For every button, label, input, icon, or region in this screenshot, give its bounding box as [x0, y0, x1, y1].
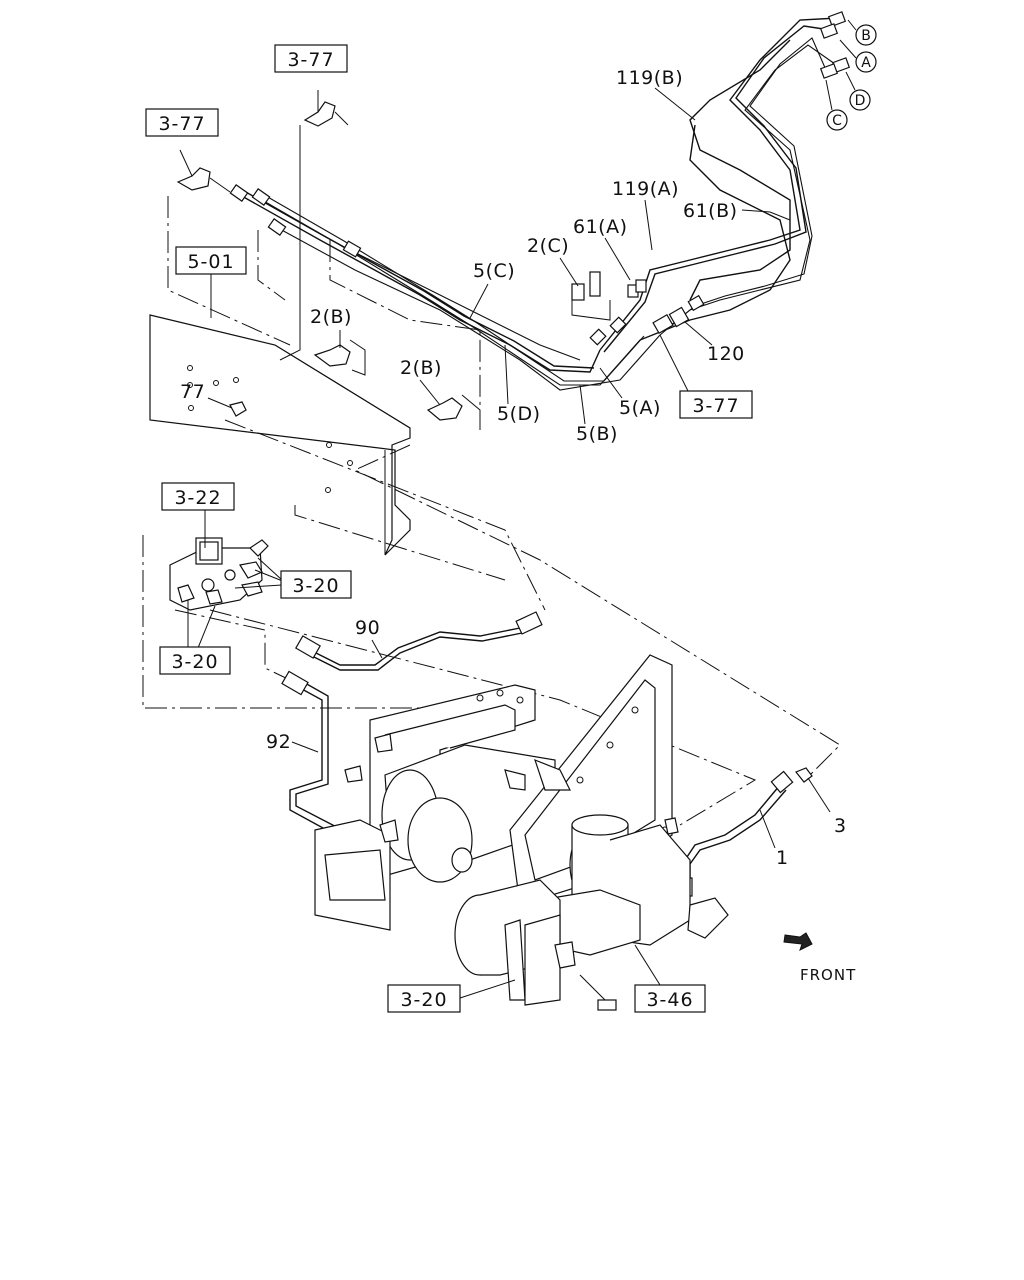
pipe-1 [677, 767, 831, 897]
frame-rail [149, 314, 411, 556]
ref-box-3-77-left: 3-77 [145, 108, 219, 137]
label-92: 92 [266, 731, 291, 753]
label-119a: 119(A) [612, 178, 679, 200]
ref-3-77-left-text: 3-77 [158, 113, 205, 135]
label-2b-lower: 2(B) [400, 357, 442, 379]
ref-box-3-20-left: 3-20 [159, 646, 231, 675]
top-fittings [229, 11, 851, 346]
ref-box-5-01: 5-01 [175, 246, 247, 318]
part-labels: 119(B) 119(A) 61(A) 61(B) 2(C) 5(C) 120 … [180, 67, 847, 869]
front-arrow-icon [783, 932, 813, 951]
valve-3-77-upper [176, 90, 349, 361]
ref-3-20-bottom-text: 3-20 [400, 989, 447, 1011]
callout-c-text: C [832, 113, 842, 129]
callout-d-text: D [855, 93, 866, 109]
callout-a: A [839, 39, 877, 73]
lower-assembly [314, 654, 729, 1011]
label-119b: 119(B) [616, 67, 683, 89]
label-120: 120 [707, 343, 745, 365]
ref-box-3-20-bottom: 3-20 [387, 984, 461, 1013]
fittings-2b [229, 339, 481, 430]
ref-box-3-77-top: 3-77 [274, 44, 348, 73]
ref-box-3-20-right: 3-20 [280, 570, 352, 599]
callout-a-text: A [861, 55, 871, 71]
label-61a: 61(A) [573, 216, 628, 238]
pipe-bundle-upper [239, 17, 839, 391]
callout-d: D [845, 71, 871, 111]
label-1: 1 [776, 847, 789, 869]
ref-3-46-text: 3-46 [646, 989, 693, 1011]
label-5c: 5(C) [473, 260, 515, 282]
label-90: 90 [355, 617, 380, 639]
front-label: FRONT [800, 966, 856, 984]
ref-3-77-right-text: 3-77 [692, 395, 739, 417]
label-2c: 2(C) [527, 235, 569, 257]
ref-box-3-77-right: 3-77 [659, 334, 753, 419]
label-5b: 5(B) [576, 423, 618, 445]
ref-3-20-right-text: 3-20 [292, 575, 339, 597]
label-5a: 5(A) [619, 397, 661, 419]
callout-b-text: B [861, 28, 871, 44]
label-5d: 5(D) [497, 403, 541, 425]
pipe-92 [281, 670, 351, 841]
callout-b: B [847, 19, 877, 46]
ref-box-3-22: 3-22 [161, 482, 235, 511]
label-61b: 61(B) [683, 200, 738, 222]
label-2b-upper: 2(B) [310, 306, 352, 328]
ref-3-77-top-text: 3-77 [287, 49, 334, 71]
ref-box-3-46: 3-46 [634, 984, 706, 1013]
lower-leaders [459, 944, 661, 999]
valve-assembly-3-22 [169, 510, 286, 649]
ref-3-22-text: 3-22 [174, 487, 221, 509]
ref-5-01-text: 5-01 [187, 251, 234, 273]
label-77: 77 [180, 381, 205, 403]
junction-2c [571, 271, 611, 321]
callout-c: C [825, 79, 848, 131]
pipe-90 [295, 611, 543, 671]
label-3: 3 [834, 815, 847, 837]
ref-3-20-left-text: 3-20 [171, 651, 218, 673]
